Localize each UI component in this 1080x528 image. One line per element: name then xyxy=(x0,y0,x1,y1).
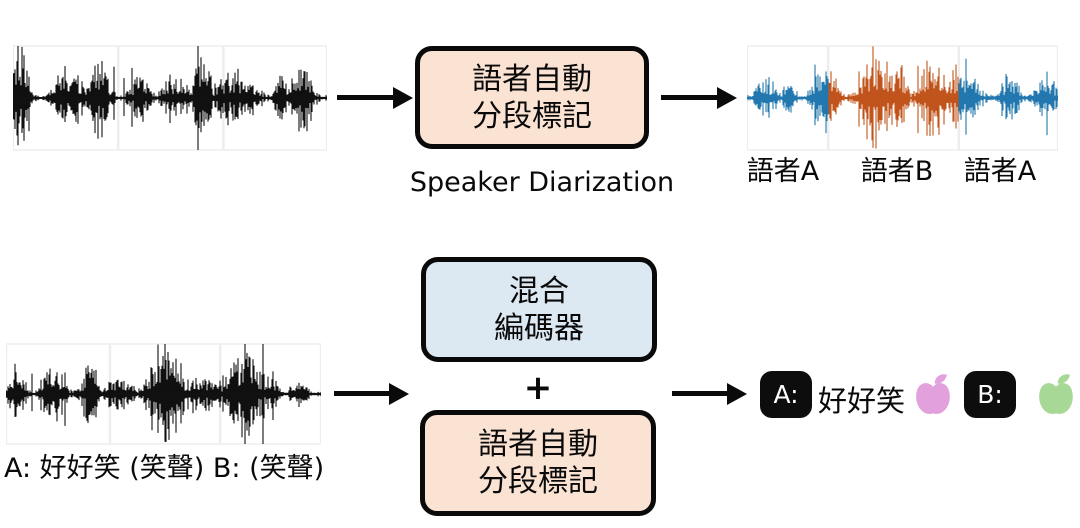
diarization-box-bottom: 語者自動 分段標記 xyxy=(420,410,656,516)
diarization-box-bottom-line2: 分段標記 xyxy=(478,464,598,499)
speaker-b-badge: B: xyxy=(964,371,1016,418)
pink-apple-icon xyxy=(916,374,950,414)
mixed-encoder-box-line1: 混合 xyxy=(509,273,569,309)
plus-sign: + xyxy=(523,368,553,408)
speaker-a-badge: A: xyxy=(760,371,812,418)
diarized-waveform xyxy=(747,45,1058,151)
input-waveform-top xyxy=(13,45,327,151)
diarization-box-top: 語者自動 分段標記 xyxy=(415,46,649,149)
diarization-box-bottom-line1: 語者自動 xyxy=(478,427,598,462)
input-waveform-bottom xyxy=(6,343,321,445)
speaker-diarization-caption: Speaker Diarization xyxy=(409,167,675,198)
speaker-b-badge-label: B: xyxy=(977,380,1003,409)
waveform-graphic xyxy=(747,45,1058,151)
mixed-encoder-box-line2: 編碼器 xyxy=(494,310,584,346)
segment-label-speaker-a-2: 語者A xyxy=(963,156,1037,187)
transcript-caption: A: 好好笑 (笑聲) B: (笑聲) xyxy=(4,453,325,484)
segment-label-speaker-b: 語者B xyxy=(860,156,934,187)
speaker-a-transcript: 好好笑 xyxy=(818,384,906,418)
speaker-a-badge-label: A: xyxy=(773,380,799,409)
green-apple-icon xyxy=(1039,374,1073,414)
arrow-input-to-encoder xyxy=(334,391,390,396)
arrow-to-output-text xyxy=(672,391,728,396)
arrow-input-to-diarization xyxy=(337,95,394,100)
waveform-graphic xyxy=(6,343,321,445)
waveform-graphic xyxy=(13,45,327,151)
arrow-diarization-to-output xyxy=(661,95,718,100)
segment-label-speaker-a-1: 語者A xyxy=(746,156,820,187)
mixed-encoder-box: 混合 編碼器 xyxy=(421,257,657,362)
diarization-box-top-line2: 分段標記 xyxy=(472,98,592,134)
diarization-box-top-line1: 語者自動 xyxy=(472,61,592,97)
